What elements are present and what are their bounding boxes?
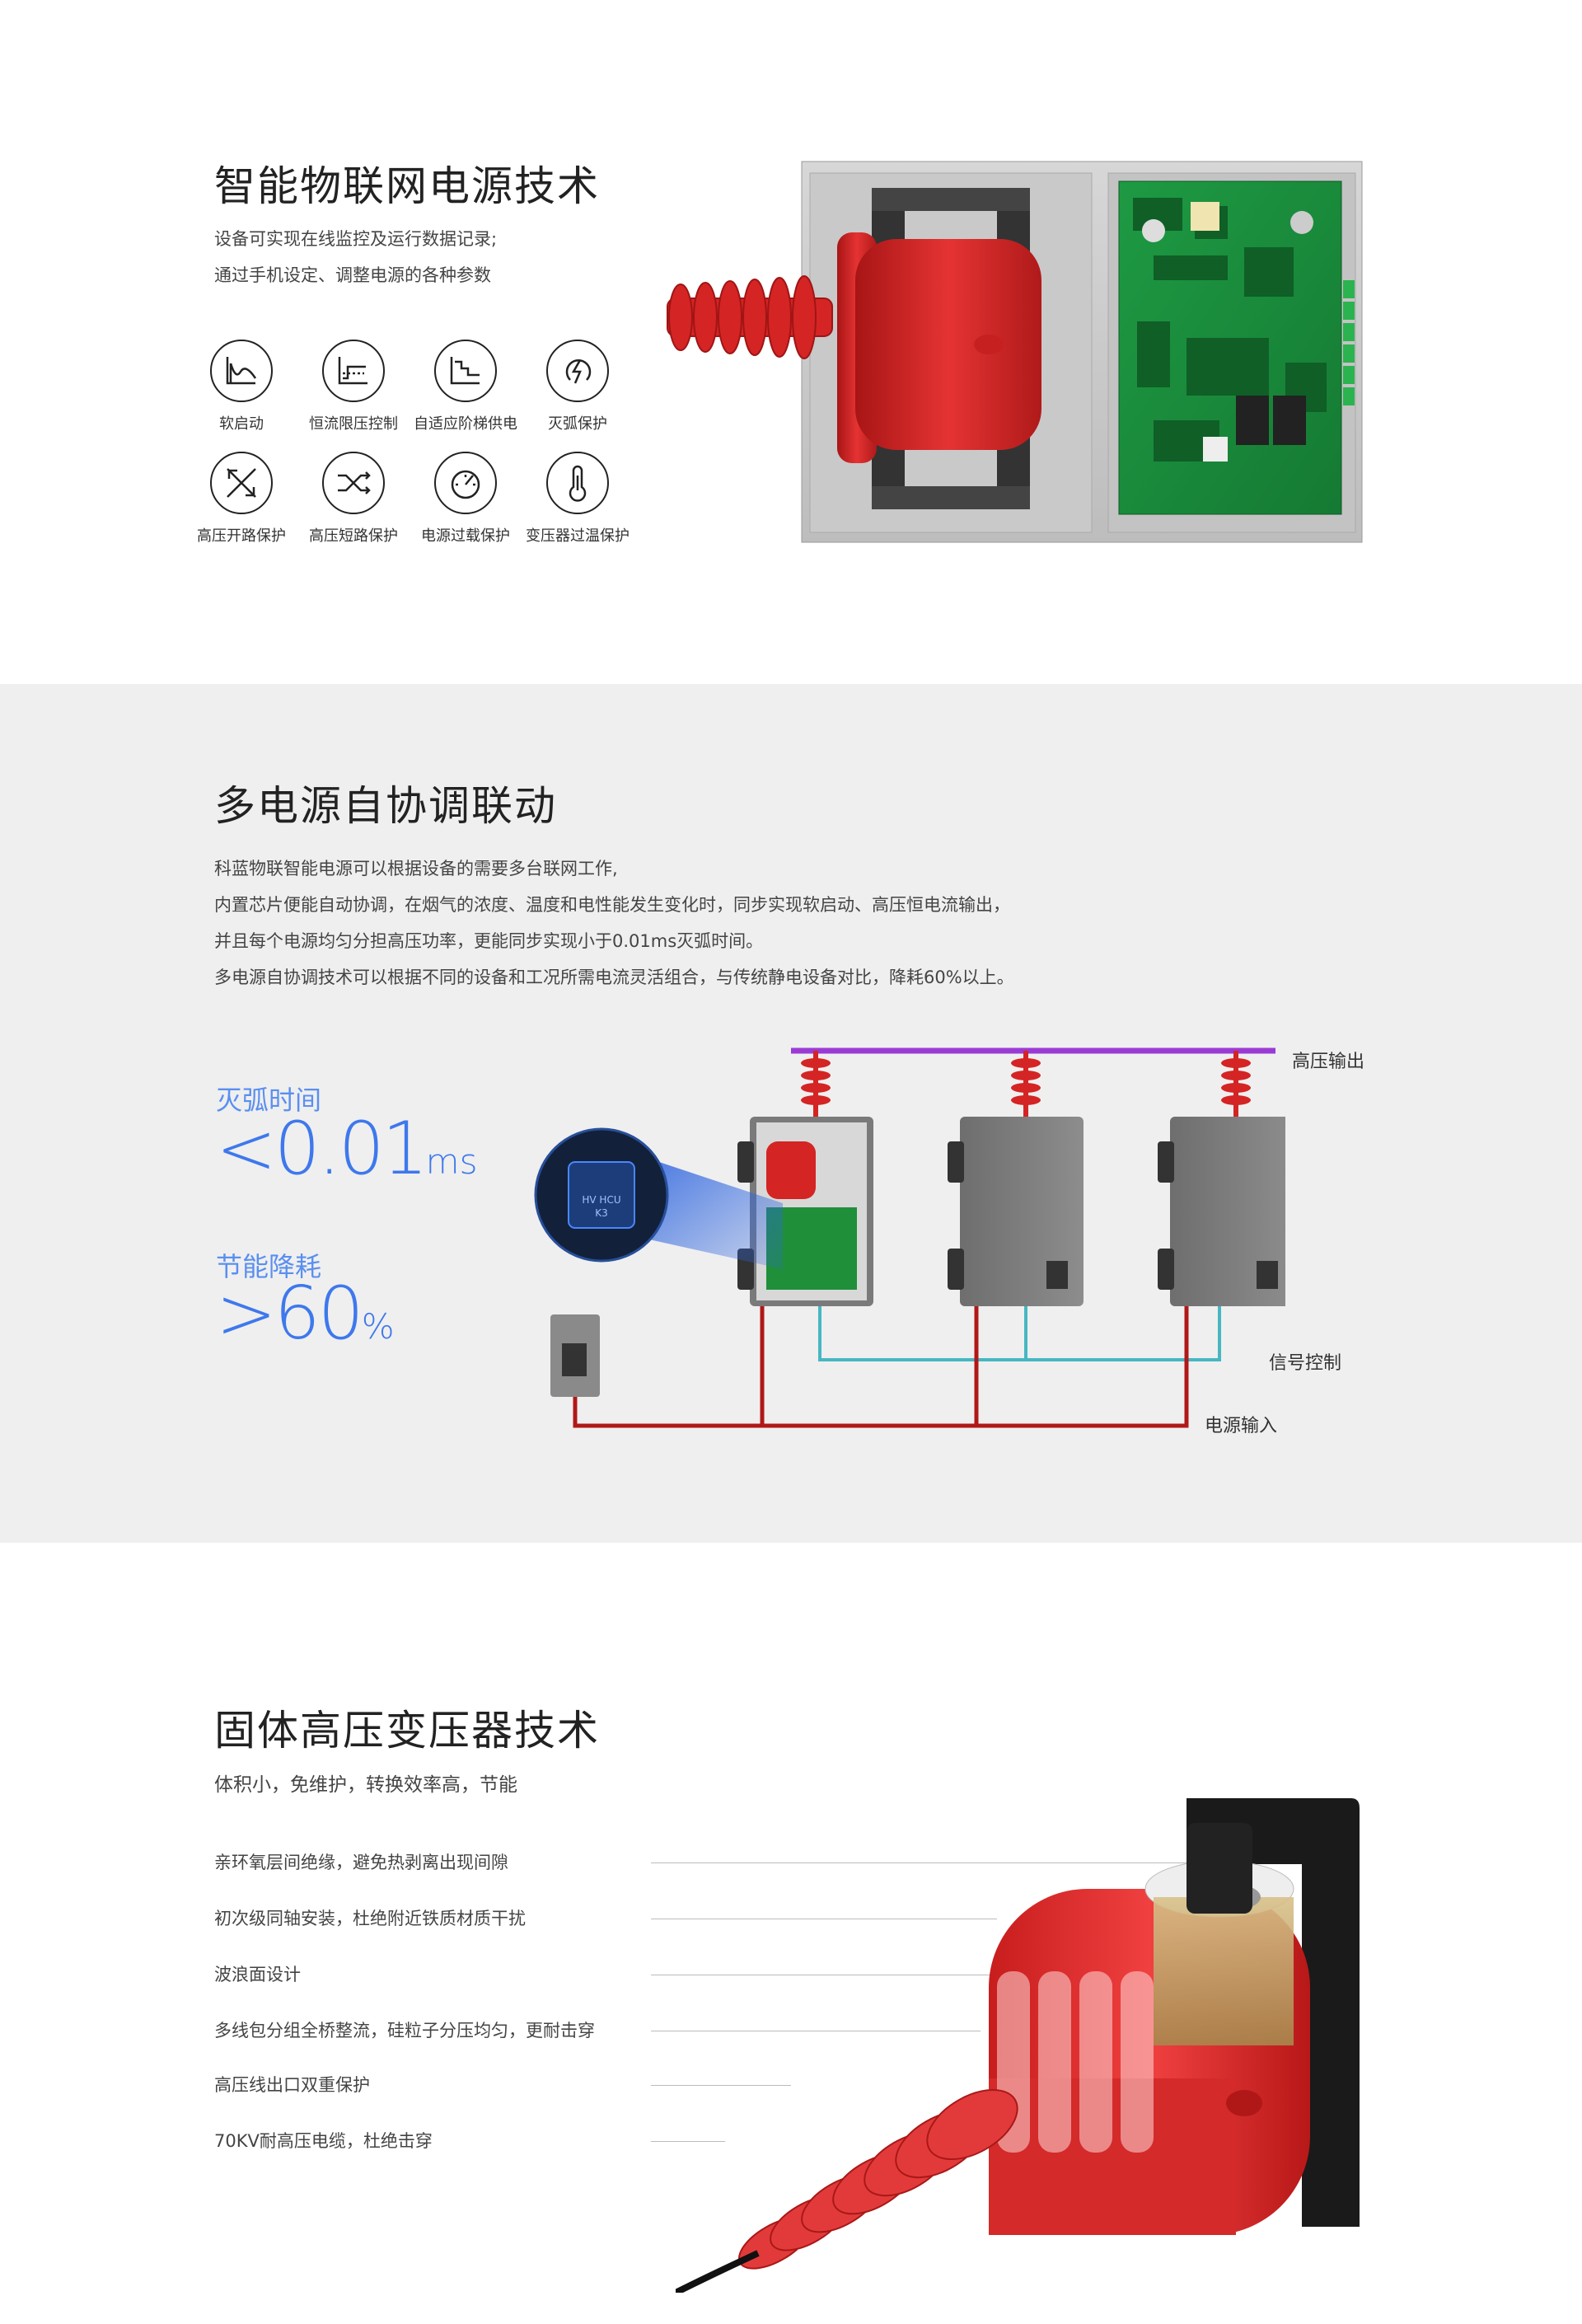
spec-item: 多线包分组全桥整流，硅粒子分压均匀，更耐击穿 [214, 2021, 595, 2041]
stat-number: >60 [216, 1271, 364, 1356]
section-description: 科蓝物联智能电源可以根据设备的需要多台联网工作, 内置芯片便能自动协调，在烟气的… [214, 850, 1014, 996]
chip-icon [568, 1161, 635, 1229]
feature-label: 变压器过温保护 [526, 527, 630, 545]
feature-overload: 电源过载保护 [412, 452, 519, 546]
pointer-line [651, 1862, 1195, 1863]
section-iot-power: 智能物联网电源技术 设备可实现在线监控及运行数据记录; 通过手机设定、调整电源的… [0, 0, 1582, 684]
spec-item: 初次级同轴安装，杜绝附近铁质材质干扰 [214, 1909, 526, 1928]
spec-item: 70KV耐高压电缆，杜绝击穿 [214, 2131, 433, 2151]
description-line: 科蓝物联智能电源可以根据设备的需要多台联网工作, [214, 859, 618, 879]
label-hv-output: 高压输出 [1292, 1052, 1365, 1072]
spec-item: 波浪面设计 [214, 1965, 301, 1984]
stat-unit: % [361, 1306, 395, 1347]
feature-label: 灭弧保护 [548, 415, 607, 433]
stat-value-energy: >60% [216, 1271, 395, 1356]
feature-soft-start: 软启动 [188, 340, 295, 433]
stat-label-arc-time: 灭弧时间 [216, 1085, 322, 1116]
constant-current-icon [322, 340, 385, 402]
feature-arc-protection: 灭弧保护 [524, 340, 631, 433]
spec-item: 高压线出口双重保护 [214, 2075, 370, 2095]
description-line: 通过手机设定、调整电源的各种参数 [214, 265, 491, 285]
short-circuit-icon [322, 452, 385, 514]
stat-unit: ms [425, 1141, 478, 1182]
power-supply-illustration [667, 161, 1363, 543]
feature-label: 恒流限压控制 [309, 415, 398, 433]
chip-text: HV HCU [582, 1194, 620, 1206]
hv-cable [676, 2250, 760, 2293]
description-line: 设备可实现在线监控及运行数据记录; [214, 229, 498, 249]
feature-over-temp: 变压器过温保护 [524, 452, 631, 546]
section-title: 多电源自协调联动 [214, 782, 557, 830]
feature-constant-current: 恒流限压控制 [300, 340, 407, 433]
stat-number: <0.01 [216, 1106, 428, 1191]
feature-label: 高压短路保护 [309, 527, 398, 545]
arc-protection-icon [546, 340, 609, 402]
spec-item: 亲环氧层间绝缘，避免热剥离出现间隙 [214, 1853, 508, 1872]
signal-wire [818, 1306, 1221, 1361]
stat-label-energy: 节能降耗 [216, 1251, 322, 1282]
section-title: 固体高压变压器技术 [214, 1707, 600, 1755]
bellows-insulator [738, 2088, 1018, 2270]
description-line: 并且每个电源均匀分担高压功率，更能同步实现小于0.01ms灭弧时间。 [214, 931, 764, 951]
soft-start-icon [210, 340, 273, 402]
overload-gauge-icon [434, 452, 497, 514]
description-line: 内置芯片便能自动协调，在烟气的浓度、温度和电性能发生变化时，同步实现软启动、高压… [214, 895, 1010, 915]
section-title: 智能物联网电源技术 [214, 162, 600, 210]
feature-label: 自适应阶梯供电 [414, 415, 517, 433]
hv-insulators [801, 1051, 1251, 1117]
description-line: 多电源自协调技术可以根据不同的设备和工况所需电流灵活组合，与传统静电设备对比，降… [214, 968, 1014, 987]
feature-step-power: 自适应阶梯供电 [412, 340, 519, 433]
chip-text: K3 [595, 1207, 608, 1219]
open-circuit-icon [210, 452, 273, 514]
pointer-line [651, 2141, 725, 2142]
power-wire [573, 1306, 1189, 1428]
section-solid-transformer: 固体高压变压器技术 体积小，免维护，转换效率高，节能 亲环氧层间绝缘，避免热剥离… [0, 1543, 1582, 2324]
stat-value-arc-time: <0.01ms [216, 1106, 477, 1191]
label-power-input: 电源输入 [1205, 1416, 1278, 1436]
feature-label: 电源过载保护 [421, 527, 510, 545]
system-diagram: HV HCU K3 [534, 1047, 1285, 1428]
feature-label: 软启动 [219, 415, 264, 433]
feature-open-circuit: 高压开路保护 [188, 452, 295, 546]
section-multi-power-sync: 多电源自协调联动 科蓝物联智能电源可以根据设备的需要多台联网工作, 内置芯片便能… [0, 684, 1582, 1543]
section-description: 设备可实现在线监控及运行数据记录; 通过手机设定、调整电源的各种参数 [214, 221, 497, 293]
label-signal-control: 信号控制 [1269, 1353, 1342, 1374]
pointer-line [651, 2085, 791, 2086]
feature-label: 高压开路保护 [197, 527, 286, 545]
feature-short-circuit: 高压短路保护 [300, 452, 407, 546]
step-power-icon [434, 340, 497, 402]
thermometer-icon [546, 452, 609, 514]
section-subtitle: 体积小，免维护，转换效率高，节能 [214, 1774, 517, 1796]
transformer-illustration [676, 1798, 1360, 2293]
